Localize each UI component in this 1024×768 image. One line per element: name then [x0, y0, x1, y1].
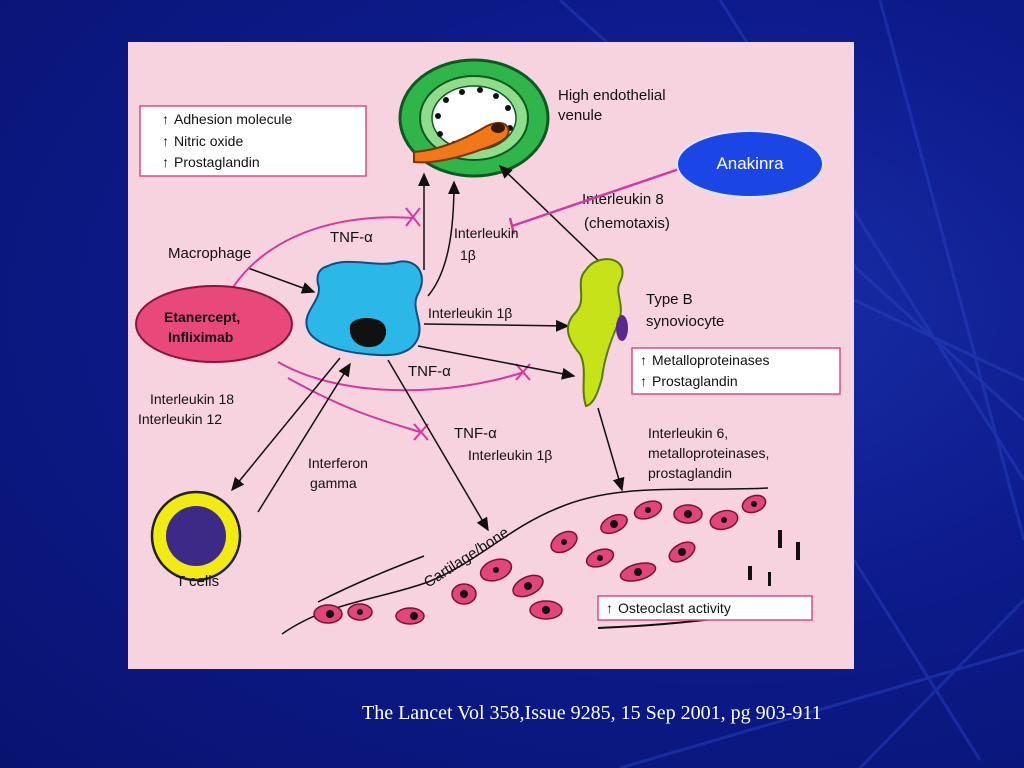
cartilage-lines — [281, 487, 769, 635]
etanercept-ellipse — [135, 285, 293, 363]
inset-top-line: Nitric oxide — [174, 133, 243, 149]
drug-left-label: Infliximab — [168, 329, 233, 345]
anakinra-label: Anakinra — [716, 154, 784, 173]
arrow-up-icon: ↑ — [606, 600, 613, 616]
il1b-top-label: Interleukin — [454, 225, 519, 241]
synoviocyte-cell — [566, 258, 624, 408]
osteoclast-label: Osteoclast activity — [618, 600, 731, 616]
inset-top-line: Adhesion molecule — [174, 111, 293, 127]
cartilage-label: Cartilage/bone — [421, 524, 512, 591]
venule-label: High endothelial — [558, 87, 666, 104]
il6-label: Interleukin 6, — [648, 425, 728, 441]
il6-label: prostaglandin — [648, 465, 732, 481]
osteoclast-box: ↑ Osteoclast activity — [597, 595, 813, 621]
macrophage-label: Macrophage — [168, 245, 251, 262]
venule-label: venule — [558, 107, 602, 124]
inset-right-line: Metalloproteinases — [652, 352, 770, 368]
tnf-mid-label: TNF-α — [408, 363, 451, 380]
arrow-up-icon: ↑ — [640, 373, 647, 389]
ifn-label: Interferon — [308, 455, 368, 471]
ifn-label: gamma — [310, 475, 357, 491]
tcells-label: T cells — [176, 573, 219, 590]
arrow-up-icon: ↑ — [162, 154, 169, 170]
arrow-up-icon: ↑ — [640, 352, 647, 368]
il18-il12-label: Interleukin 18 — [150, 391, 234, 407]
anakinra-badge: Anakinra — [676, 130, 824, 198]
pathogenesis-diagram: ↑ ↑ ↑ Adhesion molecule Nitric oxide Pro… — [135, 58, 841, 635]
il6-label: metalloproteinases, — [648, 445, 769, 461]
inset-top-line: Prostaglandin — [174, 154, 260, 170]
venule-illustration — [398, 58, 550, 178]
il1b-low-label: Interleukin 1β — [468, 447, 552, 463]
il1b-top-label: 1β — [460, 247, 476, 263]
il18-il12-label: Interleukin 12 — [138, 411, 222, 427]
anakinra-inhibitor-line — [511, 164, 689, 228]
il8-label: (chemotaxis) — [584, 215, 670, 232]
inhibitor-x-marks — [405, 207, 531, 441]
diagram-panel: ↑ ↑ ↑ Adhesion molecule Nitric oxide Pro… — [128, 42, 854, 669]
arrow-up-icon: ↑ — [162, 111, 169, 127]
venule-arrows — [418, 164, 605, 297]
inset-right-box: ↑ ↑ Metalloproteinases Prostaglandin — [631, 347, 841, 395]
tnf-top-label: TNF-α — [330, 229, 373, 246]
il8-label: Interleukin 8 — [582, 191, 664, 208]
drug-left-label: Etanercept, — [164, 309, 240, 325]
citation: The Lancet Vol 358,Issue 9285, 15 Sep 20… — [362, 702, 822, 724]
arrow-up-icon: ↑ — [162, 133, 169, 149]
macrophage-cell — [305, 260, 423, 357]
inset-right-line: Prostaglandin — [652, 373, 738, 389]
il1b-mid-label: Interleukin 1β — [428, 305, 512, 321]
synoviocyte-label: synoviocyte — [646, 313, 724, 330]
synoviocyte-label: Type B — [646, 291, 693, 308]
osteoclasts — [313, 494, 767, 625]
tnf-low-label: TNF-α — [454, 425, 497, 442]
inset-top-box: ↑ ↑ ↑ Adhesion molecule Nitric oxide Pro… — [139, 105, 367, 177]
